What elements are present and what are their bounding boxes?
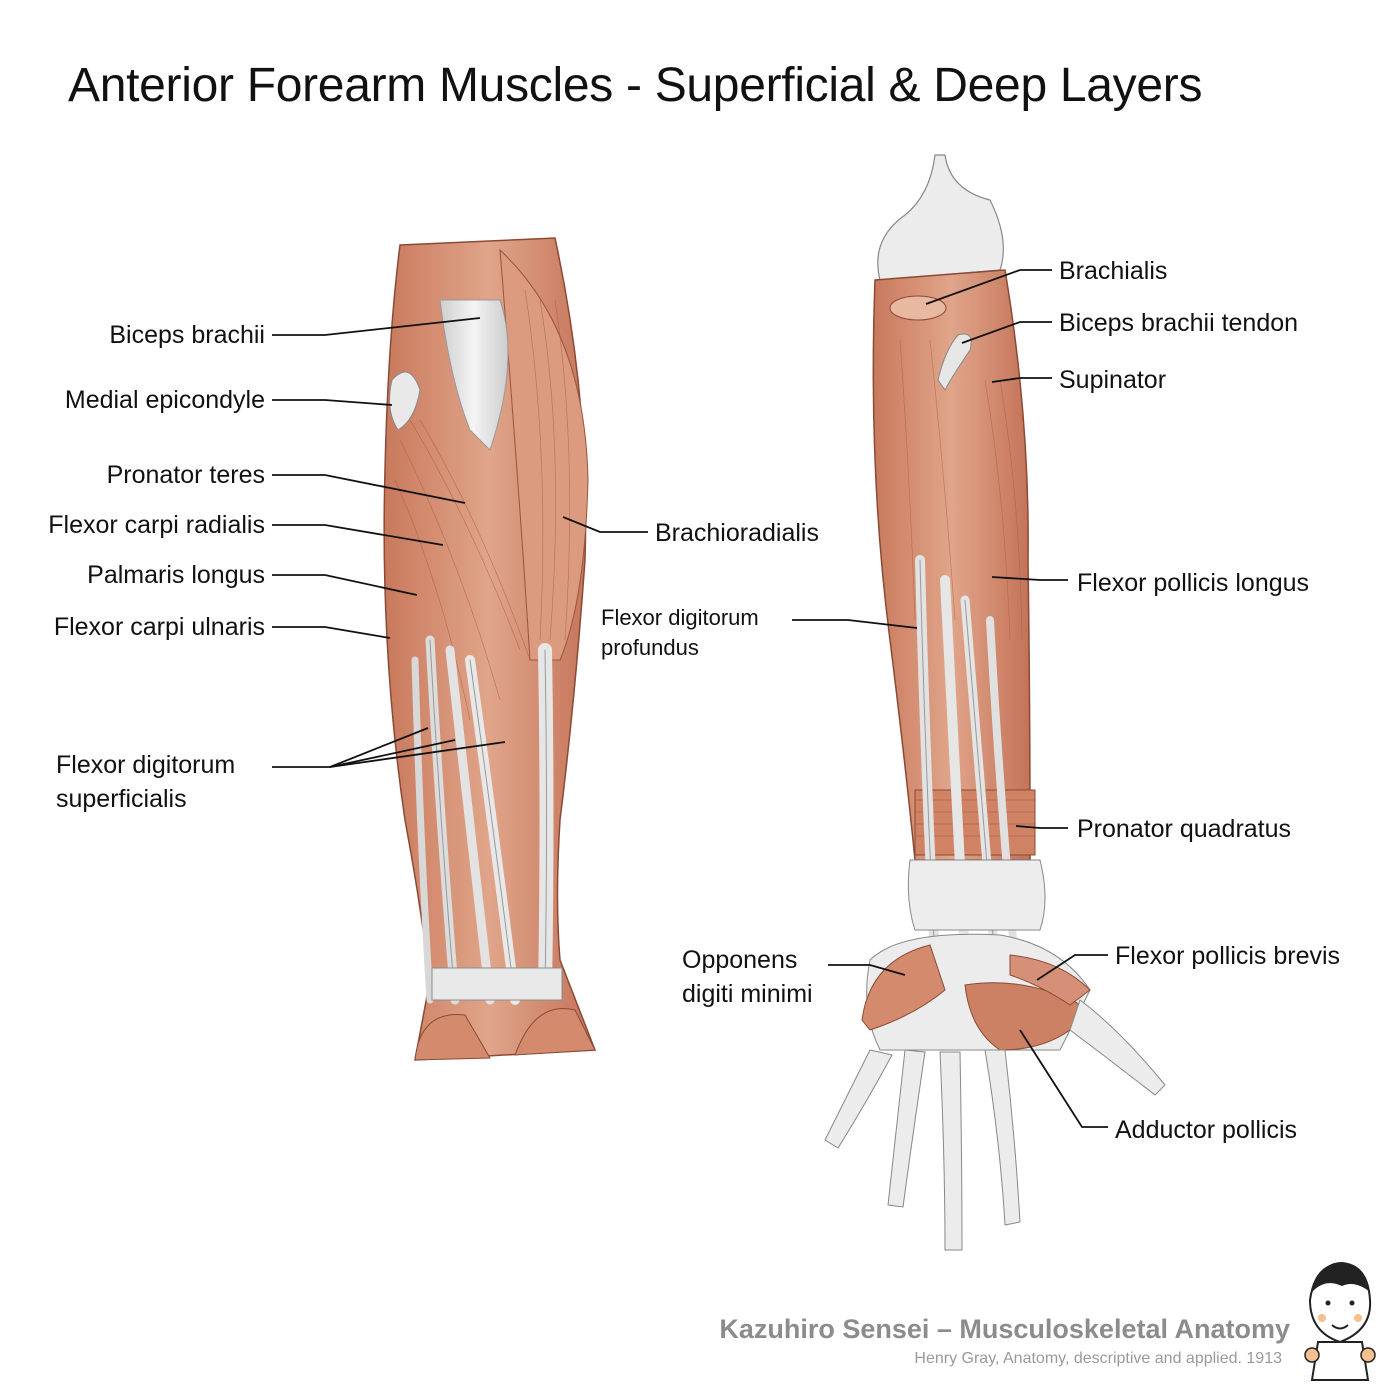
label-supinator: Supinator xyxy=(1059,366,1167,394)
label-fds-line2: superficialis xyxy=(56,785,187,813)
flexor-retinaculum xyxy=(431,967,563,1001)
superficial-forearm xyxy=(383,237,597,1061)
label-biceps-brachii: Biceps brachii xyxy=(109,321,265,349)
label-flexor-pollicis-brevis: Flexor pollicis brevis xyxy=(1115,942,1341,970)
thenar-stub xyxy=(514,1008,596,1056)
credit-text: Kazuhiro Sensei – Musculoskeletal Anatom… xyxy=(719,1314,1290,1344)
label-pronator-teres: Pronator teres xyxy=(106,461,265,489)
label-fds-line1: Flexor digitorum xyxy=(56,751,236,779)
label-brachialis: Brachialis xyxy=(1059,257,1168,285)
label-brachioradialis: Brachioradialis xyxy=(655,519,819,547)
mascot-avatar xyxy=(1304,1262,1376,1381)
label-odm-line2: digiti minimi xyxy=(682,980,813,1008)
brachioradialis-muscle xyxy=(499,248,589,661)
medial-epicondyle-bone xyxy=(389,371,421,431)
label-flexor-carpi-radialis: Flexor carpi radialis xyxy=(48,511,265,539)
opponens-digiti-minimi-muscle xyxy=(861,944,946,1031)
label-palmaris-longus: Palmaris longus xyxy=(87,561,265,589)
label-odm-line1: Opponens xyxy=(682,946,798,974)
label-medial-epicondyle: Medial epicondyle xyxy=(64,386,265,414)
label-flexor-carpi-ulnaris: Flexor carpi ulnaris xyxy=(53,613,265,641)
carpal-bones xyxy=(907,859,1046,931)
label-fdp-line2: profundus xyxy=(601,635,699,660)
label-fdp-line1: Flexor digitorum xyxy=(601,605,759,630)
label-biceps-tendon: Biceps brachii tendon xyxy=(1059,309,1299,337)
biceps-tendon-shape xyxy=(937,333,972,391)
deep-forearm xyxy=(824,154,1166,1251)
thumb xyxy=(1069,999,1166,1096)
humerus-bone xyxy=(877,154,1004,281)
label-flexor-pollicis-longus: Flexor pollicis longus xyxy=(1077,569,1310,597)
fingers xyxy=(824,1049,1021,1251)
leader-lines xyxy=(272,269,1108,1128)
source-text: Henry Gray, Anatomy, descriptive and app… xyxy=(914,1350,1282,1367)
biceps-aponeurosis xyxy=(439,299,509,451)
label-adductor-pollicis: Adductor pollicis xyxy=(1115,1116,1298,1144)
pronator-quadratus-muscle xyxy=(914,789,1036,856)
hypothenar-stub xyxy=(414,1014,491,1061)
page-title: Anterior Forearm Muscles - Superficial &… xyxy=(68,59,1203,112)
label-pronator-quadratus: Pronator quadratus xyxy=(1077,815,1292,843)
flexor-pollicis-brevis-muscle xyxy=(1009,954,1091,1006)
adductor-pollicis-muscle xyxy=(964,982,1091,1051)
